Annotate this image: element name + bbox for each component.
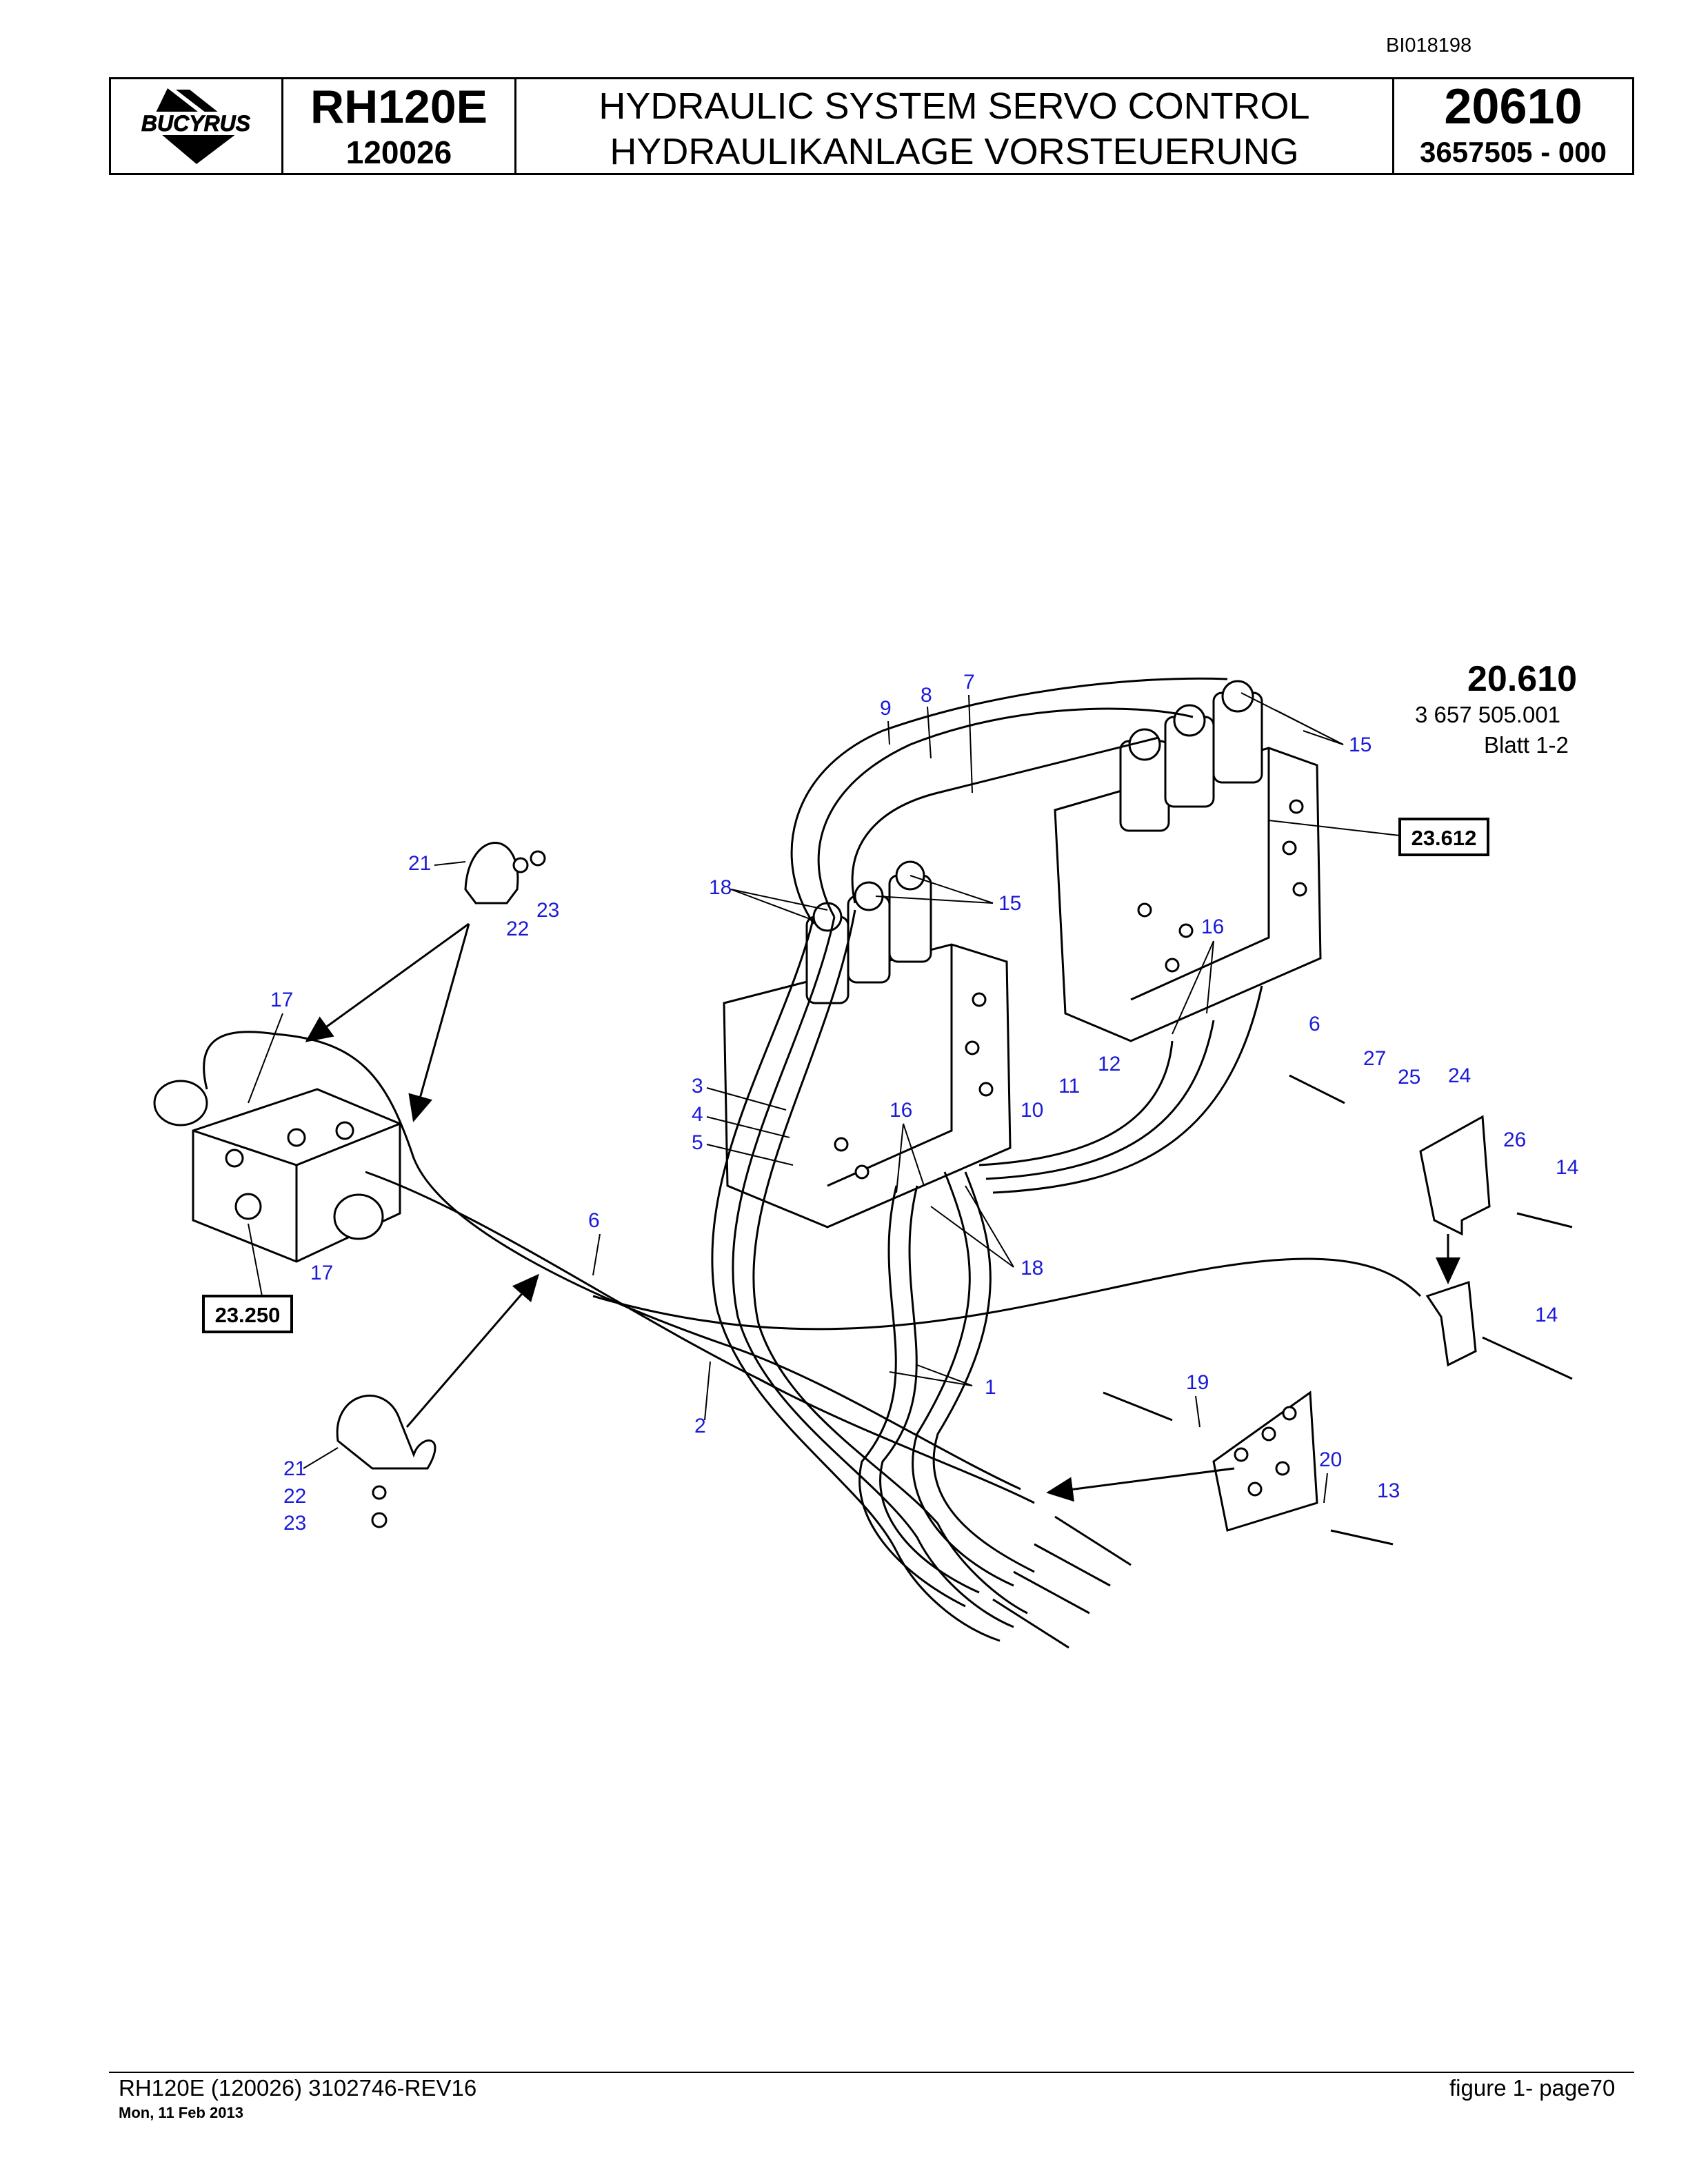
figure-number: 20.610: [1467, 659, 1578, 699]
callout-27: 27: [1363, 1047, 1386, 1070]
part-number: 3657505 - 000: [1420, 136, 1607, 168]
callout-16b: 16: [890, 1099, 912, 1122]
callout-17a: 17: [270, 989, 293, 1011]
callout-18b: 18: [1021, 1257, 1043, 1280]
callout-17b: 17: [310, 1262, 333, 1284]
callout-11: 11: [1058, 1075, 1080, 1098]
callout-14a: 14: [1556, 1156, 1578, 1179]
callout-13: 13: [1377, 1479, 1400, 1502]
callout-21b: 21: [283, 1457, 306, 1480]
control-valve-left: [723, 860, 1012, 1228]
callout-1: 1: [985, 1376, 996, 1399]
ref-label-23612: 23.612: [1411, 826, 1477, 850]
callout-22a: 22: [506, 918, 529, 940]
callout-14b: 14: [1535, 1304, 1558, 1326]
callout-20: 20: [1319, 1448, 1342, 1471]
callout-10: 10: [1021, 1099, 1043, 1122]
callout-2: 2: [694, 1415, 706, 1437]
figure-part-number: 3 657 505.001: [1415, 702, 1561, 727]
footer-document-info: RH120E (120026) 3102746-REV16: [119, 2075, 477, 2101]
title-german: HYDRAULIKANLAGE VORSTEUERUNG: [610, 131, 1299, 172]
ref-leader-23250: [248, 1223, 263, 1297]
control-valve-right: [1054, 680, 1322, 1042]
callout-6a: 6: [588, 1209, 600, 1232]
callout-6b: 6: [1309, 1013, 1320, 1035]
callout-21a: 21: [408, 852, 431, 875]
mounting-plate: [1212, 1391, 1318, 1532]
callout-4: 4: [692, 1103, 703, 1126]
clamp-lower: [336, 1394, 436, 1528]
title-cell: HYDRAULIC SYSTEM SERVO CONTROL HYDRAULIK…: [516, 79, 1394, 173]
model-cell: RH120E 120026: [283, 79, 516, 173]
callout-3: 3: [692, 1075, 703, 1098]
group-number: 20610: [1444, 79, 1582, 134]
callout-26: 26: [1503, 1129, 1526, 1151]
callout-16a: 16: [1201, 916, 1224, 938]
callout-22b: 22: [283, 1485, 306, 1508]
callout-5: 5: [692, 1131, 703, 1154]
ref-label-23250: 23.250: [215, 1303, 281, 1327]
callout-24: 24: [1448, 1064, 1471, 1087]
title-block: BUCYRUS RH120E 120026 HYDRAULIC SYSTEM S…: [109, 77, 1634, 175]
callout-7: 7: [963, 671, 975, 694]
callout-23a: 23: [536, 899, 559, 922]
model-name: RH120E: [310, 81, 488, 133]
title-english: HYDRAULIC SYSTEM SERVO CONTROL: [599, 85, 1310, 127]
callout-8: 8: [921, 684, 932, 707]
bracket: [1419, 1115, 1491, 1367]
callout-15a: 15: [1349, 734, 1372, 756]
footer-page-info: figure 1- page70: [1449, 2075, 1616, 2101]
callout-18a: 18: [709, 876, 732, 899]
ref-box-23612[interactable]: 23.612: [1398, 818, 1489, 856]
hose-lines: [203, 677, 1573, 1649]
ref-box-23250[interactable]: 23.250: [202, 1295, 293, 1333]
figure-sheet: Blatt 1-2: [1484, 732, 1569, 758]
number-cell: 20610 3657505 - 000: [1394, 79, 1632, 173]
callout-23b: 23: [283, 1512, 306, 1535]
footer-date: Mon, 11 Feb 2013: [119, 2104, 243, 2121]
svg-text:BUCYRUS: BUCYRUS: [141, 111, 250, 136]
bucyrus-logo: BUCYRUS: [111, 79, 283, 173]
footer-divider: [109, 2072, 1634, 2073]
callout-15b: 15: [998, 892, 1021, 915]
callout-leaders: [248, 692, 1344, 1504]
document-id: BI018198: [1386, 34, 1472, 57]
callout-19: 19: [1186, 1371, 1209, 1394]
callout-9: 9: [880, 697, 892, 720]
ref-leader-23612: [1268, 820, 1400, 836]
callout-25: 25: [1398, 1066, 1420, 1089]
bucyrus-logo-icon: BUCYRUS: [128, 88, 263, 164]
callout-labels: 1 2 3 4 5 6 6 7 8 9 10 11 12 13 14 14 15…: [270, 671, 1578, 1535]
manifold-block: [153, 1080, 401, 1263]
serial-number: 120026: [345, 134, 452, 170]
clamp-upper: [464, 842, 546, 904]
pointer-arrows: [305, 922, 1460, 1502]
callout-12: 12: [1098, 1053, 1121, 1075]
